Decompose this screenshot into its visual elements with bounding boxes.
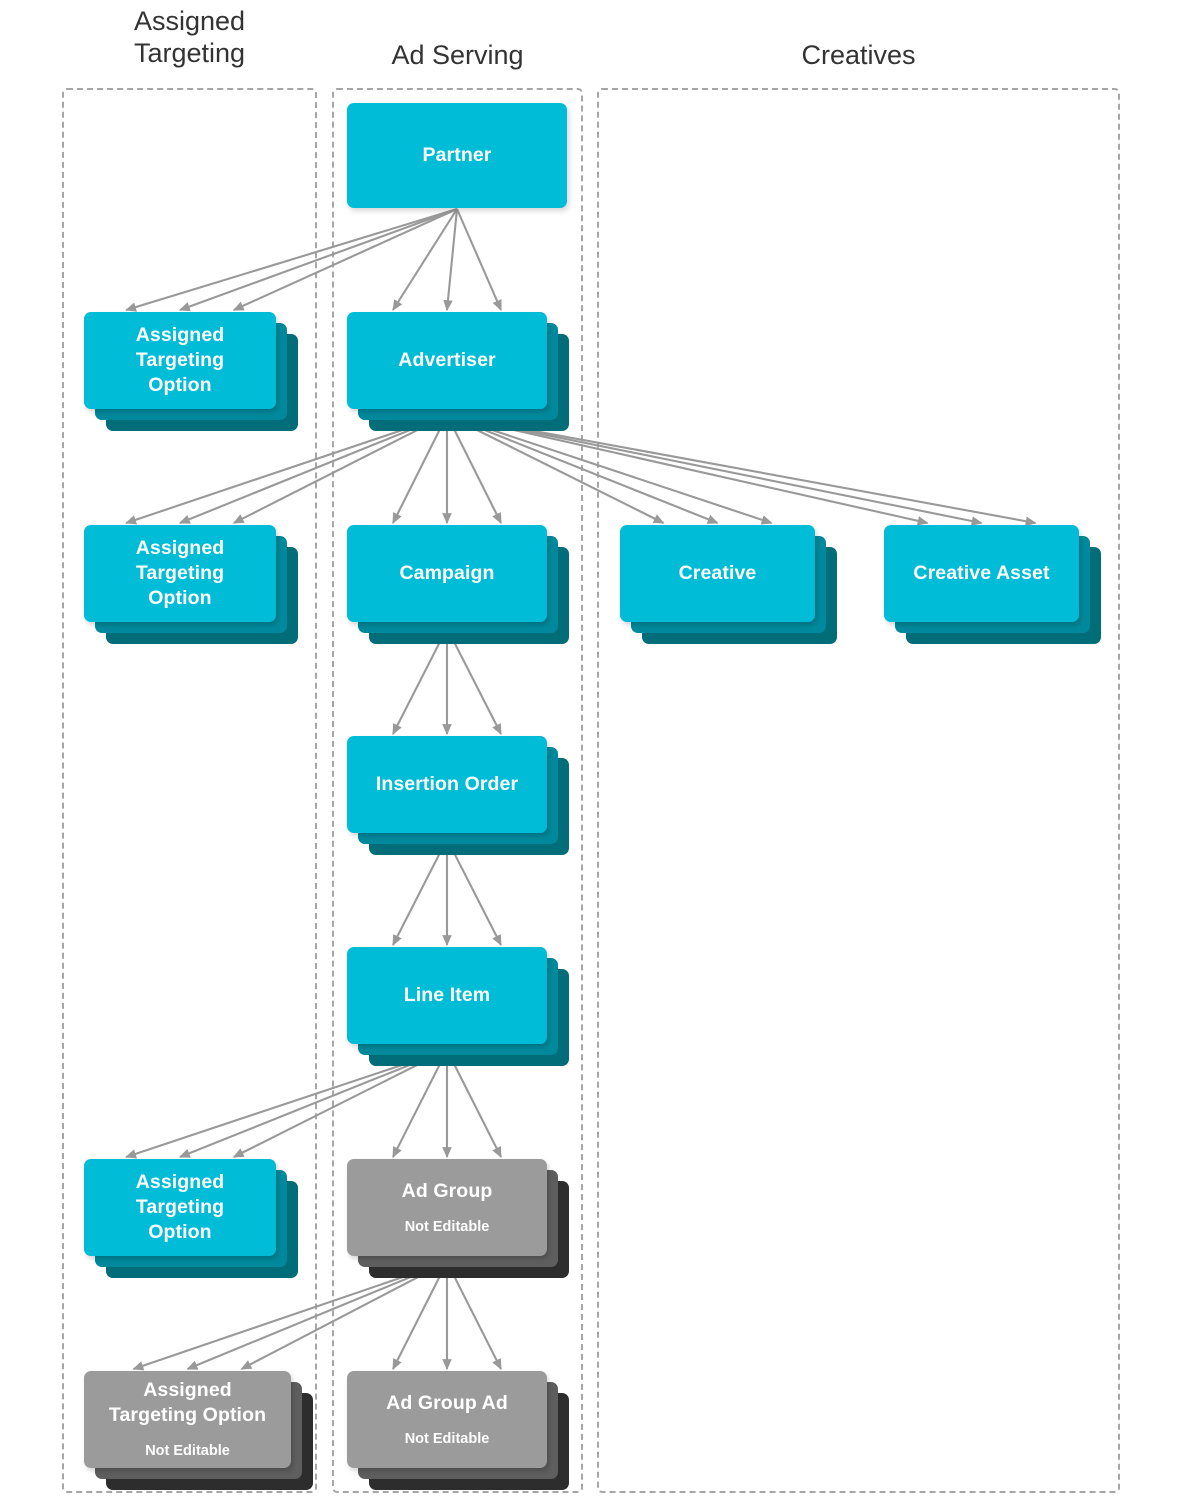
edge-line-item-to-ato-lineitem [232, 1049, 448, 1158]
node-title: Assigned Targeting Option [135, 324, 225, 396]
node-face[interactable]: Assigned Targeting Option [84, 312, 276, 409]
edge-advertiser-to-ato-advertiser [178, 414, 448, 524]
node-subtitle: Not Editable [145, 1443, 230, 1460]
node-ad-group-ad[interactable]: Ad Group Ad Not Editable [347, 1371, 569, 1490]
node-title: Insertion Order [375, 773, 519, 796]
node-face[interactable]: Insertion Order [347, 736, 547, 833]
edge-campaign-to-insertion-order [446, 627, 502, 735]
node-ato-partner[interactable]: Assigned Targeting Option [84, 312, 298, 431]
node-insertion-order[interactable]: Insertion Order [347, 736, 569, 855]
edge-ad-group-to-ato-adgroup [132, 1261, 448, 1371]
node-title: Assigned Targeting Option [135, 537, 225, 609]
edge-ad-group-to-ato-adgroup [186, 1261, 448, 1370]
edge-advertiser-to-ato-advertiser [125, 414, 448, 525]
edge-campaign-to-insertion-order [392, 627, 448, 735]
node-face[interactable]: Partner [347, 103, 567, 208]
node-face[interactable]: Line Item [347, 947, 547, 1044]
node-ato-advertiser[interactable]: Assigned Targeting Option [84, 525, 298, 644]
node-subtitle: Not Editable [404, 1218, 490, 1235]
node-title: Line Item [403, 984, 491, 1007]
node-face[interactable]: Creative [620, 525, 815, 622]
edge-line-item-to-ato-lineitem [178, 1049, 448, 1158]
edge-insertion-order-to-line-item [446, 838, 502, 946]
edge-partner-to-advertiser [392, 208, 458, 311]
node-face[interactable]: Campaign [347, 525, 547, 622]
column-frame-ad-serving [332, 88, 583, 1493]
edge-partner-to-ato-partner [232, 208, 458, 311]
node-title: Ad Group [401, 1179, 493, 1202]
node-title: Ad Group Ad [386, 1391, 508, 1414]
edge-ad-group-to-ato-adgroup [240, 1261, 448, 1370]
edge-line-item-to-ad-group [446, 1049, 502, 1158]
node-title: Advertiser [398, 349, 496, 372]
node-face[interactable]: Advertiser [347, 312, 547, 409]
edge-advertiser-to-campaign [446, 414, 502, 524]
edge-partner-to-ato-partner [178, 208, 458, 312]
edge-advertiser-to-creative-asset [446, 413, 929, 526]
column-frame-assigned-targeting [62, 88, 317, 1493]
edge-insertion-order-to-line-item [392, 838, 448, 946]
edge-advertiser-to-creative-asset [446, 413, 1037, 526]
edge-advertiser-to-creative [446, 414, 665, 524]
node-creative[interactable]: Creative [620, 525, 837, 644]
edge-advertiser-to-creative [446, 414, 773, 525]
edge-ad-group-to-ad-group-ad [446, 1261, 502, 1370]
node-title: Partner [422, 144, 492, 167]
edge-advertiser-to-ato-advertiser [232, 414, 448, 524]
node-campaign[interactable]: Campaign [347, 525, 569, 644]
node-title: Campaign [399, 562, 495, 585]
edge-partner-to-advertiser [456, 208, 502, 312]
node-ato-lineitem[interactable]: Assigned Targeting Option [84, 1159, 298, 1278]
edge-ad-group-to-ad-group-ad [392, 1261, 448, 1370]
edge-partner-to-ato-partner [125, 207, 458, 312]
edge-line-item-to-ato-lineitem [125, 1049, 448, 1159]
node-title: Assigned Targeting Option [108, 1379, 267, 1427]
node-face[interactable]: Ad Group Ad Not Editable [347, 1371, 547, 1468]
column-header-ad-serving: Ad Serving [391, 40, 524, 70]
node-advertiser[interactable]: Advertiser [347, 312, 569, 431]
node-face[interactable]: Assigned Targeting Option [84, 525, 276, 622]
edge-line-item-to-ad-group [392, 1049, 448, 1158]
node-subtitle: Not Editable [404, 1430, 490, 1447]
node-face[interactable]: Assigned Targeting Option [84, 1159, 276, 1256]
node-face[interactable]: Creative Asset [884, 525, 1079, 622]
column-header-assigned-targeting: Assigned Targeting [133, 6, 246, 68]
edge-advertiser-to-creative [446, 414, 719, 524]
node-title: Creative [678, 562, 757, 585]
node-partner[interactable]: Partner [347, 103, 567, 208]
node-creative-asset[interactable]: Creative Asset [884, 525, 1101, 644]
column-header-creatives: Creatives [801, 40, 916, 70]
node-title: Assigned Targeting Option [135, 1171, 225, 1243]
edge-advertiser-to-campaign [392, 414, 448, 524]
edge-advertiser-to-creative-asset [446, 413, 983, 526]
node-title: Creative Asset [913, 562, 1050, 585]
node-line-item[interactable]: Line Item [347, 947, 569, 1066]
column-frame-creatives [597, 88, 1120, 1493]
edge-partner-to-advertiser [443, 208, 459, 312]
